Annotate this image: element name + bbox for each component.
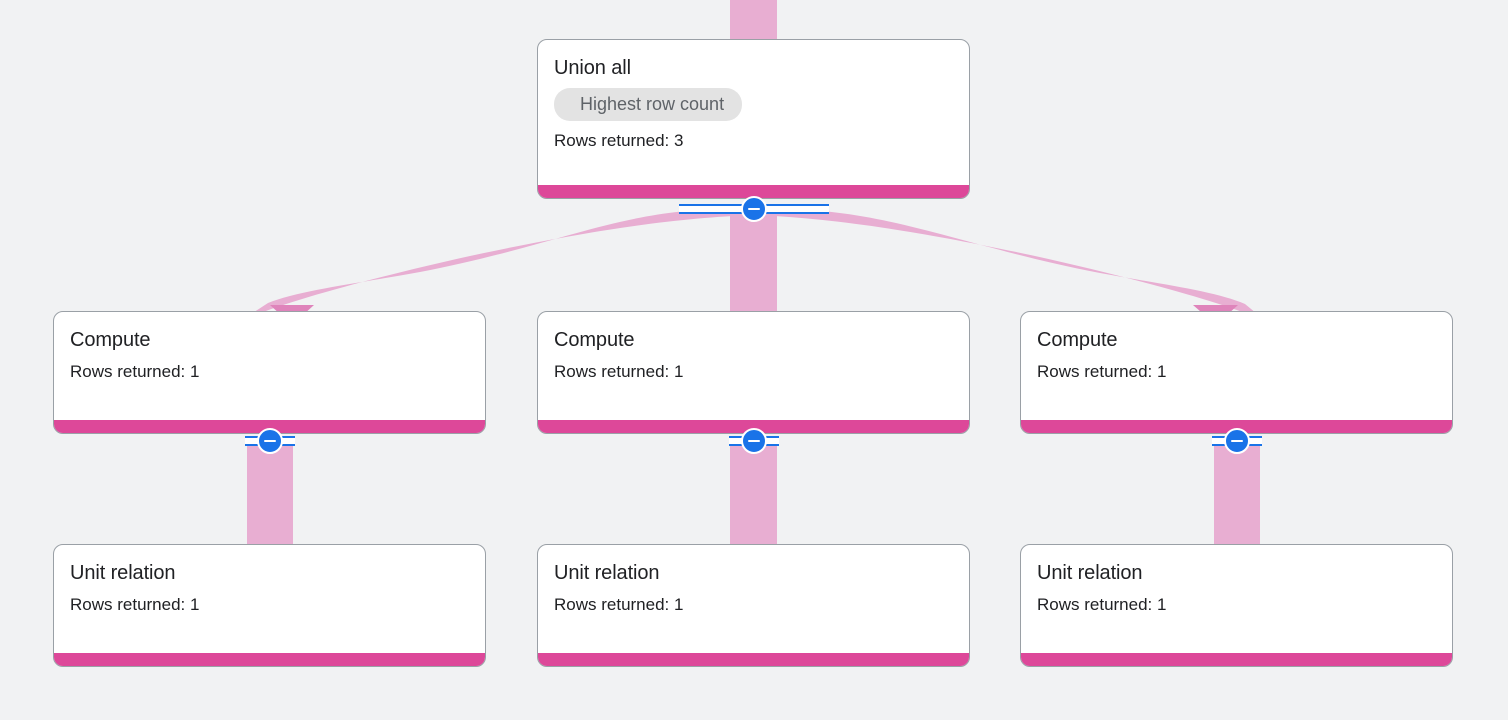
- node-rows-returned: Rows returned: 3: [554, 131, 684, 150]
- edge-union-to-compute-right: [754, 209, 1262, 318]
- node-accent-bar: [1021, 653, 1452, 666]
- node-accent-bar: [538, 420, 969, 433]
- node-title: Compute: [1037, 329, 1118, 351]
- node-accent-bar: [538, 185, 969, 198]
- node-compute-center[interactable]: Compute Rows returned: 1: [537, 311, 970, 434]
- minus-icon[interactable]: [741, 196, 767, 222]
- node-body: Unit relation Rows returned: 1: [538, 545, 969, 653]
- node-rows-returned: Rows returned: 1: [554, 595, 684, 614]
- node-unit-relation-center[interactable]: Unit relation Rows returned: 1: [537, 544, 970, 667]
- node-accent-bar: [538, 653, 969, 666]
- node-unit-relation-right[interactable]: Unit relation Rows returned: 1: [1020, 544, 1453, 667]
- node-accent-bar: [54, 420, 485, 433]
- node-body: Compute Rows returned: 1: [538, 312, 969, 420]
- node-rows-returned: Rows returned: 1: [70, 595, 200, 614]
- minus-icon[interactable]: [741, 428, 767, 454]
- edge-compute-right-to-unit-right: [1214, 441, 1260, 551]
- minus-icon[interactable]: [257, 428, 283, 454]
- node-accent-bar: [54, 653, 485, 666]
- minus-icon[interactable]: [1224, 428, 1250, 454]
- node-union-all[interactable]: Union all Highest row count Rows returne…: [537, 39, 970, 199]
- node-rows-returned: Rows returned: 1: [1037, 362, 1167, 381]
- node-title: Compute: [70, 329, 151, 351]
- node-compute-right[interactable]: Compute Rows returned: 1: [1020, 311, 1453, 434]
- status-badge-highest-row-count: Highest row count: [554, 88, 743, 121]
- collapse-toggle-compute-center[interactable]: [729, 428, 779, 454]
- node-body: Compute Rows returned: 1: [54, 312, 485, 420]
- node-body: Compute Rows returned: 1: [1021, 312, 1452, 420]
- collapse-toggle-compute-right[interactable]: [1212, 428, 1262, 454]
- node-title: Compute: [554, 329, 635, 351]
- node-title: Unit relation: [554, 562, 660, 584]
- collapse-toggle-union-all[interactable]: [679, 196, 829, 222]
- node-title: Unit relation: [70, 562, 176, 584]
- edge-compute-center-to-unit-center: [730, 441, 777, 551]
- edge-union-to-compute-center: [730, 209, 777, 319]
- node-title: Unit relation: [1037, 562, 1143, 584]
- node-accent-bar: [1021, 420, 1452, 433]
- node-unit-relation-left[interactable]: Unit relation Rows returned: 1: [53, 544, 486, 667]
- node-title: Union all: [554, 57, 631, 79]
- node-rows-returned: Rows returned: 1: [1037, 595, 1167, 614]
- node-compute-left[interactable]: Compute Rows returned: 1: [53, 311, 486, 434]
- collapse-toggle-compute-left[interactable]: [245, 428, 295, 454]
- node-body: Unit relation Rows returned: 1: [1021, 545, 1452, 653]
- node-body: Union all Highest row count Rows returne…: [538, 40, 969, 185]
- node-rows-returned: Rows returned: 1: [70, 362, 200, 381]
- edge-compute-left-to-unit-left: [247, 441, 293, 551]
- node-body: Unit relation Rows returned: 1: [54, 545, 485, 653]
- node-rows-returned: Rows returned: 1: [554, 362, 684, 381]
- edge-union-to-compute-left: [245, 209, 753, 318]
